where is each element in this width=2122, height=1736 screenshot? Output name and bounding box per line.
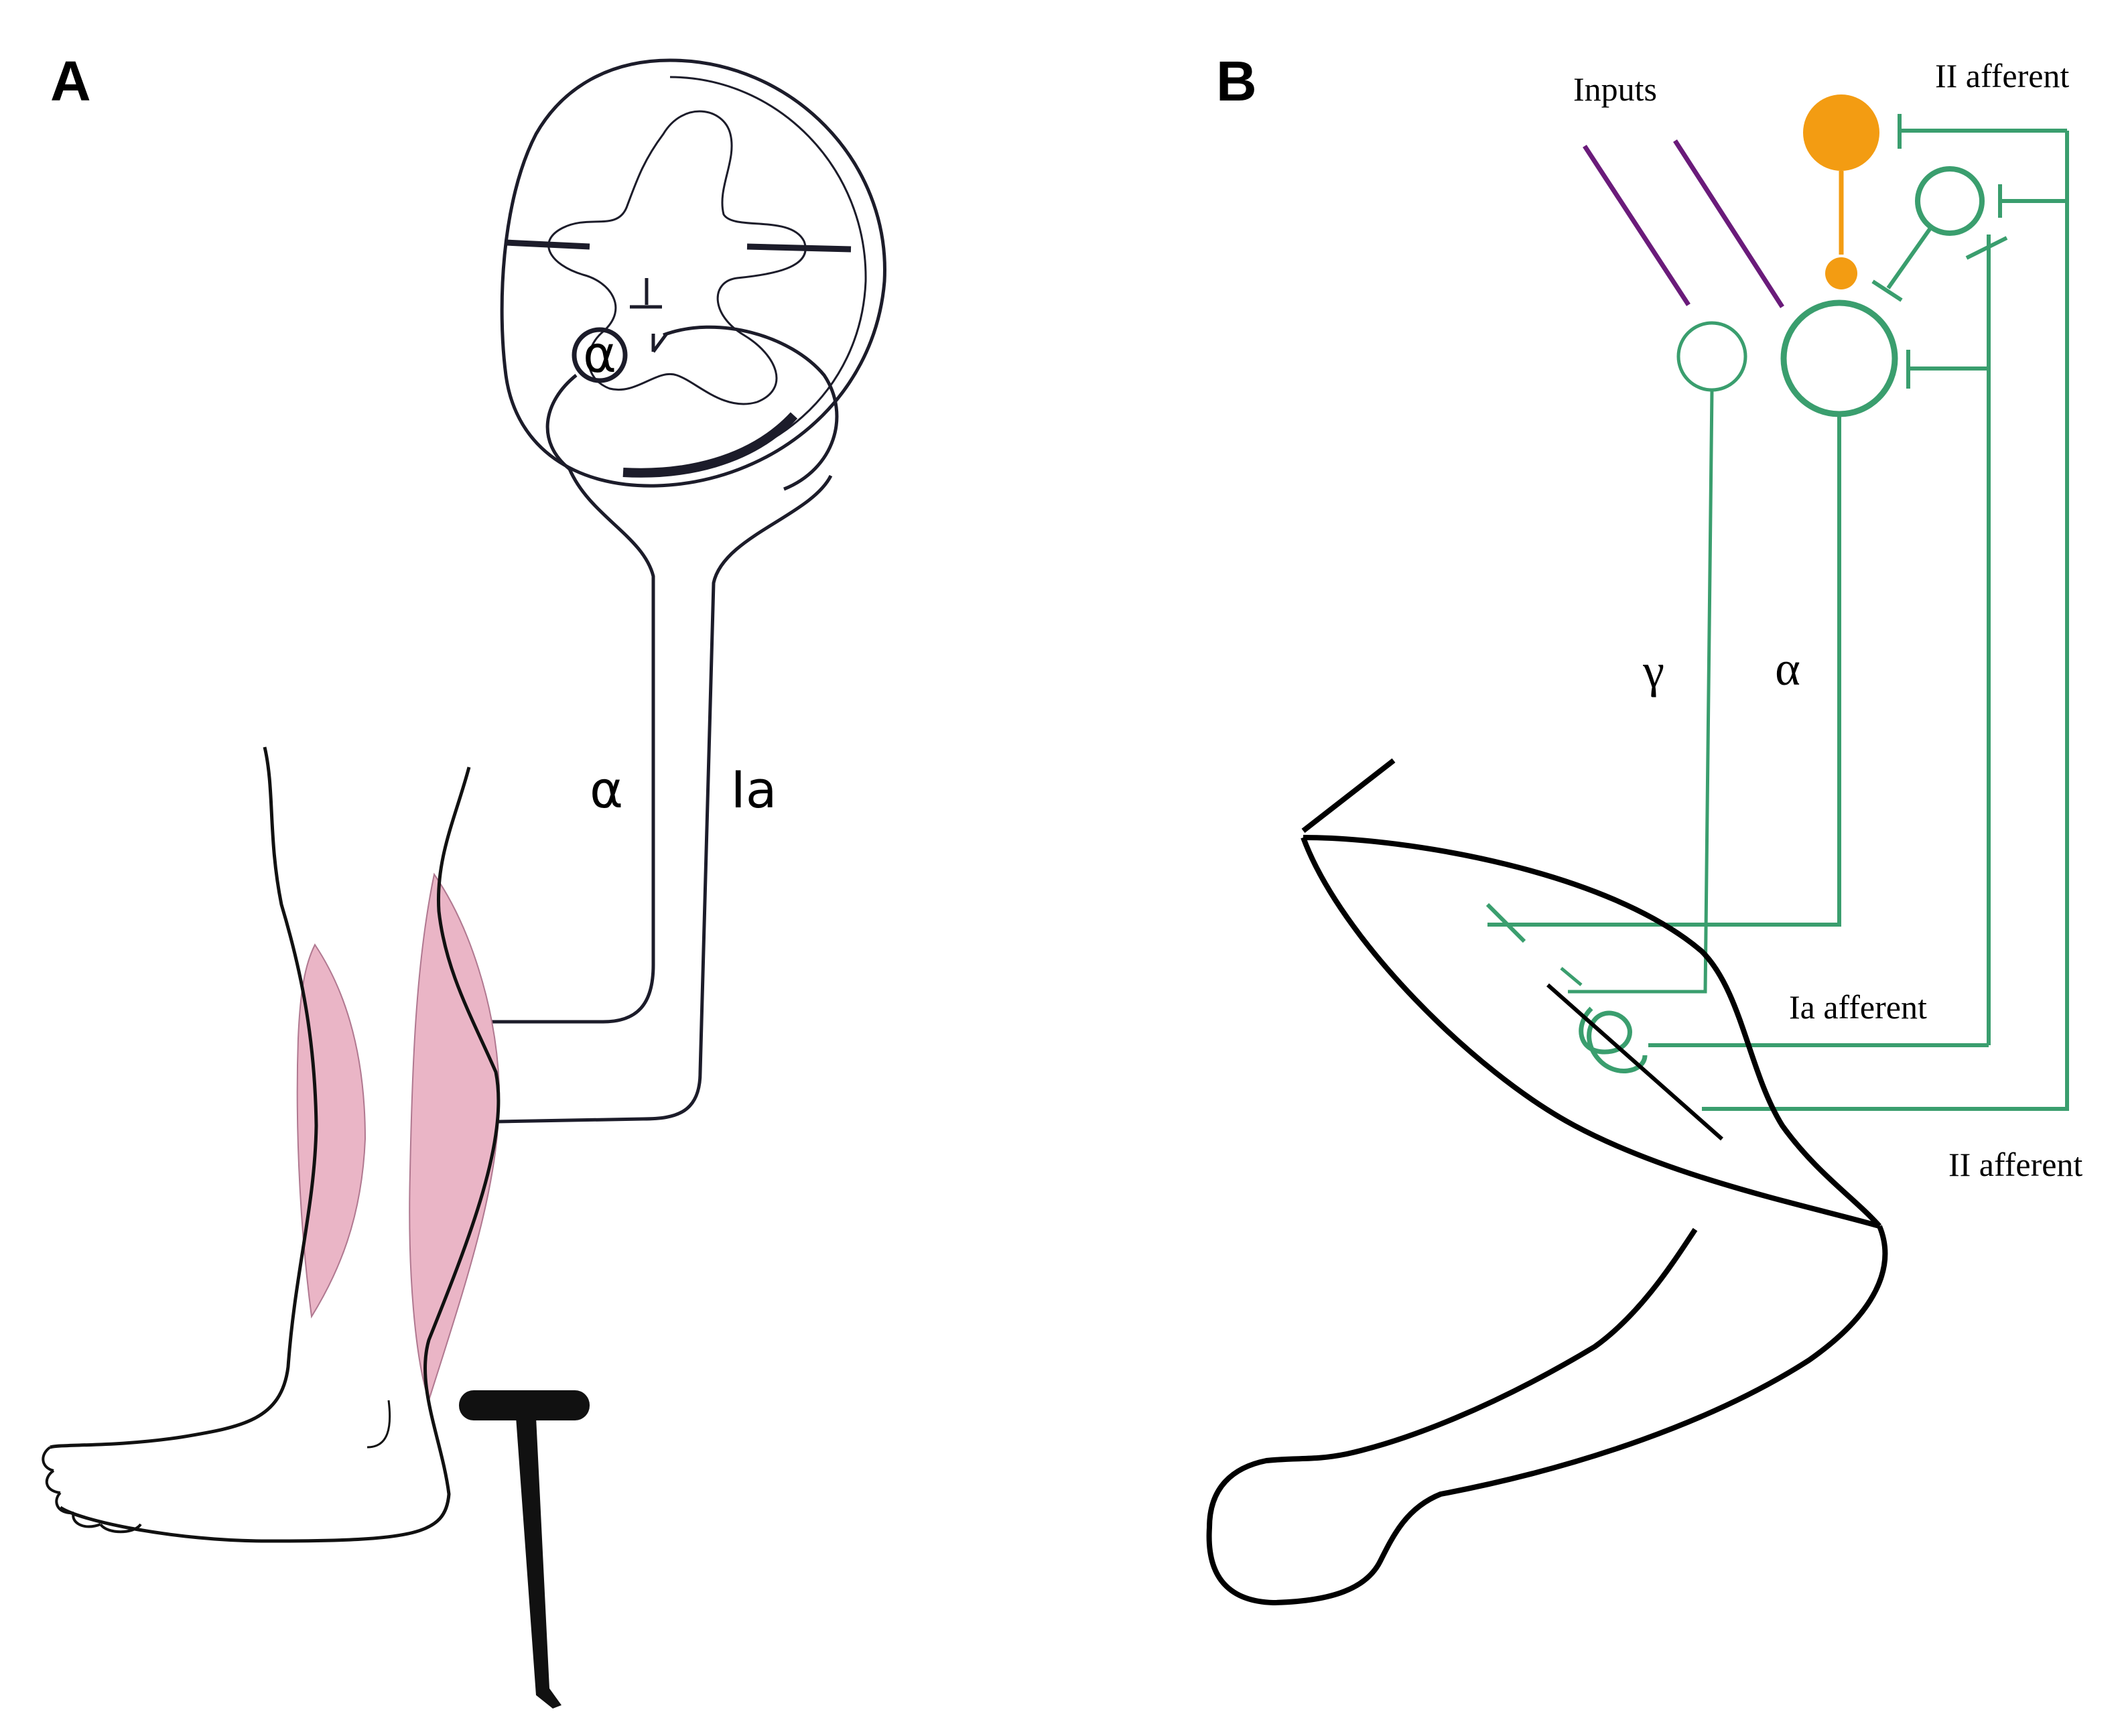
ia-afferent-label: Ia afferent <box>1789 988 1927 1026</box>
gamma-endplate <box>1560 967 1583 986</box>
ia-synapse-on-motor-neuron <box>651 332 669 353</box>
alpha-cell-label: α <box>583 324 616 384</box>
alpha-label: α <box>1775 642 1800 695</box>
alpha-efferent-loop <box>545 374 578 470</box>
alpha-endplate <box>1485 903 1526 943</box>
fiber-ia-label: Ia <box>731 760 777 819</box>
leg-front-outline <box>59 766 501 1543</box>
bent-leg <box>1206 758 1888 1606</box>
inputs-label: Inputs <box>1573 70 1657 108</box>
panel-b: B Inputs II afferent <box>1206 50 2082 1606</box>
fiber-alpha-label: α <box>590 760 623 819</box>
relay-to-alpha-connection <box>1871 228 1932 302</box>
leg-back-outline <box>50 746 318 1449</box>
gray-matter-butterfly <box>547 110 807 405</box>
ankle-mark <box>367 1400 391 1449</box>
ia-branch-to-relay <box>1965 235 2008 1045</box>
panel-b-letter: B <box>1216 50 1257 113</box>
muscle-spindle-line <box>1546 983 1723 1141</box>
annulospiral-ending <box>1579 1006 1648 1073</box>
interneuron-terminal <box>1825 257 1857 289</box>
alpha-motor-neuron-cell: α <box>572 324 628 384</box>
ia-afferent-loop <box>663 325 839 491</box>
input-line-1 <box>1583 145 1690 306</box>
lower-leg <box>42 746 590 1709</box>
panel-a-letter: A <box>50 50 91 113</box>
ii-afferent-top-synapse <box>1898 114 2067 149</box>
nerve-left-edge <box>466 468 655 1024</box>
motor-circuit <box>1485 114 2069 1111</box>
ventral-fissure <box>746 243 852 253</box>
shin-outline-front <box>1206 1225 1888 1606</box>
interneuron-synapse <box>630 278 662 309</box>
alpha-efferent <box>1487 415 1841 927</box>
thigh-top-line <box>1301 758 1396 833</box>
gamma-label: γ <box>1642 644 1664 697</box>
input-line-2 <box>1673 139 1784 308</box>
group-ii-relay-interneuron <box>1915 166 1985 236</box>
alpha-motor-neuron <box>1780 299 1898 417</box>
descending-inputs <box>1583 139 1784 308</box>
group-ii-interneuron <box>1803 94 1879 289</box>
white-matter-ventral-band <box>622 412 798 478</box>
spinal-cord-cross-section: α <box>500 58 886 491</box>
gamma-motor-neuron <box>1676 321 1747 392</box>
ia-afferent-alpha-synapse <box>1906 350 1989 389</box>
ii-afferent-bottom-label: II afferent <box>1948 1146 2082 1183</box>
calf-muscle-front <box>409 872 501 1403</box>
reflex-hammer <box>459 1390 590 1709</box>
panel-a: A α α Ia <box>42 50 886 1709</box>
ii-afferent-trunk <box>1702 131 2069 1111</box>
gamma-efferent <box>1568 389 1714 994</box>
ii-afferent-relay-synapse <box>1998 184 2067 218</box>
nerve-right-edge <box>462 474 833 1124</box>
thigh-underside <box>1301 836 1881 1229</box>
calf-muscle-back <box>296 943 367 1319</box>
toes <box>42 1446 142 1534</box>
spinal-cord-outline <box>500 58 886 488</box>
thigh-outline <box>1303 835 1882 1228</box>
ii-afferent-top-label: II afferent <box>1935 57 2069 94</box>
interneuron-soma <box>1803 94 1879 171</box>
